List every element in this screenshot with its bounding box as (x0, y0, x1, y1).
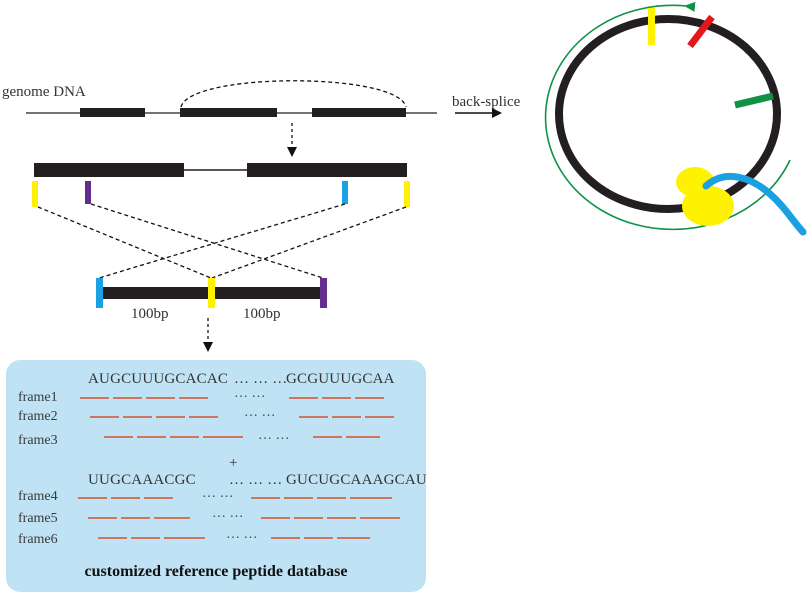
sequence-bottom-left: UUGCAAACGC (88, 472, 196, 488)
frame-label: frame1 (18, 390, 58, 405)
frame-label: frame4 (18, 489, 58, 504)
panel-background (6, 360, 426, 592)
ribosome-large-subunit (682, 186, 734, 226)
circrna-yellow-junction-marker (648, 8, 655, 45)
backsplice-label: back-splice (452, 94, 521, 110)
junction-fragment: 100bp 100bp (96, 278, 327, 322)
frame-row: frame5 … … (18, 506, 400, 526)
frame-label: frame2 (18, 409, 58, 424)
genome-dna-label: genome DNA (2, 84, 86, 100)
marker-yellow-left (32, 181, 38, 207)
backsplice-arrow-group: back-splice (452, 94, 521, 118)
fragment-marker-yellow (208, 278, 215, 308)
frame-gap-dots: … … (226, 527, 258, 542)
database-title: customized reference peptide database (85, 563, 348, 580)
sequence-bottom-dots: … … … (229, 472, 283, 488)
frame-gap-dots: … … (234, 386, 266, 401)
dashed-yellow-left-to-center (37, 206, 212, 279)
sequence-bottom-right: GUCUGCAAAGCAU (286, 472, 427, 488)
frame-label: frame3 (18, 433, 58, 448)
circrna-group (544, 1, 807, 236)
frame-row: frame1 … … (18, 386, 384, 405)
junction-crossing-lines (37, 203, 407, 279)
frame-gap-dots: … … (244, 405, 276, 420)
exon-block-left (34, 163, 184, 177)
sequence-top-dots: … … … (234, 371, 288, 387)
genome-exon-3 (312, 108, 406, 117)
circrna-red-marker (687, 14, 715, 49)
frame-row: frame6 … … (18, 527, 370, 547)
frame-row: frame2 … … (18, 405, 394, 424)
circrna-green-marker (734, 92, 774, 109)
length-right-label: 100bp (243, 306, 281, 322)
exon-block-right (247, 163, 407, 177)
marker-yellow-right (404, 181, 410, 207)
plus-sign: + (229, 455, 237, 471)
genome-exon-2 (180, 108, 277, 117)
length-left-label: 100bp (131, 306, 169, 322)
dashed-cyan-to-left (98, 203, 346, 279)
genome-dna-row: genome DNA (2, 80, 437, 117)
fragment-marker-purple (320, 278, 327, 308)
frame-gap-dots: … … (202, 486, 234, 501)
frame-row: frame4 … … (18, 486, 392, 504)
dashed-purple-to-right (90, 203, 324, 279)
sequence-top-left: AUGCUUUGCACAC (88, 371, 228, 387)
frame-gap-dots: … … (258, 428, 290, 443)
fragment-marker-cyan (96, 278, 103, 308)
marker-cyan (342, 181, 348, 204)
frame-row: frame3 … … (18, 428, 380, 448)
nascent-peptide-chain (702, 173, 807, 236)
genome-exon-1 (80, 108, 145, 117)
circrna-ring (555, 15, 781, 213)
frame-label: frame6 (18, 532, 58, 547)
dashed-yellow-right-to-center (211, 206, 407, 279)
marker-purple (85, 181, 91, 204)
spliced-exons-row (32, 163, 410, 207)
frame-label: frame5 (18, 511, 58, 526)
backsplice-junction-arc (180, 80, 407, 108)
peptide-database-panel: AUGCUUUGCACAC … … … GCGUUUGCAA + UUGCAAA… (6, 360, 427, 592)
sequence-top-right: GCGUUUGCAA (286, 371, 395, 387)
translation-arrow (544, 1, 791, 231)
frame-gap-dots: … … (212, 506, 244, 521)
